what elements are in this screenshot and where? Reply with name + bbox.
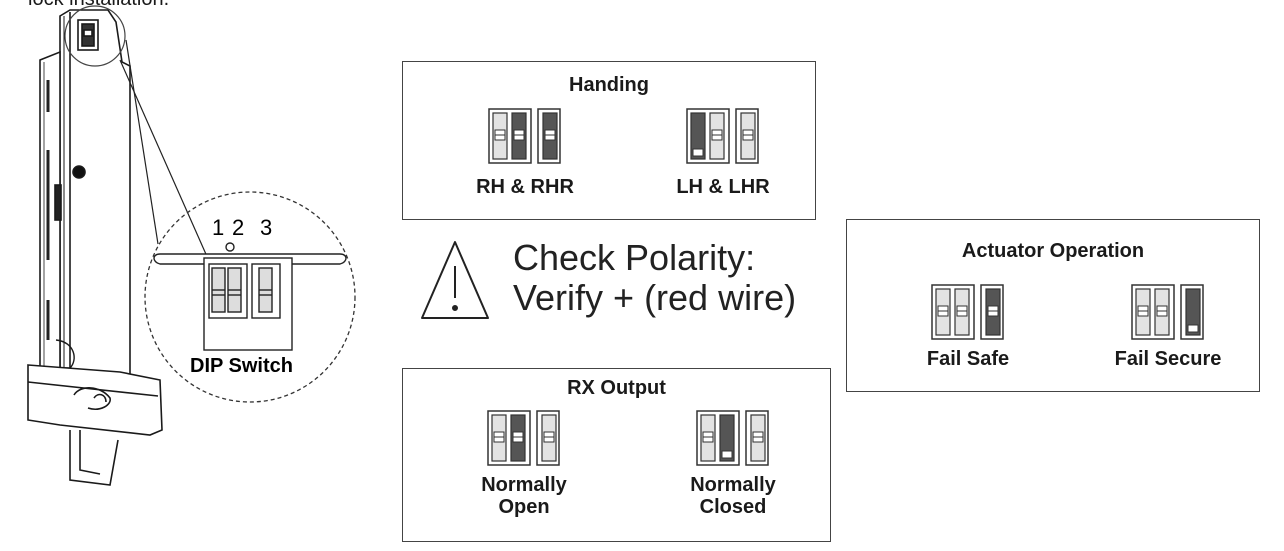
rx-switch-normally-open (487, 410, 560, 466)
dip-slot-1 (690, 112, 706, 160)
dip-switch-label: DIP Switch (190, 355, 293, 377)
polarity-line-1: Check Polarity: (513, 237, 756, 278)
lock-body (27, 5, 163, 486)
dip-slot-3 (1185, 288, 1201, 336)
dip-switch-assembly (153, 242, 347, 351)
polarity-note: Check Polarity: Verify + (red wire) (513, 238, 796, 318)
actuator-switch-fail-secure (1131, 284, 1204, 340)
callout-leader-line (125, 39, 159, 245)
dip-toggle-1 (692, 148, 704, 157)
actuator-switch-fail-safe (931, 284, 1004, 340)
actuator-title: Actuator Operation (961, 240, 1145, 262)
callout-circle (144, 191, 356, 403)
dip-toggle-2 (721, 450, 733, 459)
rx-output-title: RX Output (567, 377, 666, 399)
actuator-label-fail-safe: Fail Safe (926, 348, 1010, 370)
dip-number-1: 1 (212, 215, 224, 240)
rx-switch-normally-closed (696, 410, 769, 466)
actuator-label-fail-secure: Fail Secure (1114, 348, 1222, 370)
warning-icon (421, 241, 489, 319)
rx-label-open-line-1: Normally (481, 474, 567, 496)
dip-number-3: 3 (260, 215, 272, 240)
handing-switch-rh (488, 108, 561, 164)
rx-label-closed-line-1: Normally (690, 474, 776, 496)
rx-label-closed-line-2: Closed (699, 496, 767, 518)
rx-label-open-line-2: Open (498, 496, 550, 518)
handing-label-rh: RH & RHR (476, 176, 574, 198)
rx-label-normally-closed: Normally Closed (653, 474, 813, 518)
dip-number-2: 2 (232, 215, 244, 240)
dip-slot-2 (719, 414, 735, 462)
rx-label-normally-open: Normally Open (444, 474, 604, 518)
handing-title: Handing (569, 74, 649, 96)
handing-label-lh: LH & LHR (676, 176, 770, 198)
caption-text: lock installation. (28, 0, 169, 11)
polarity-line-2: Verify + (red wire) (513, 277, 797, 318)
handing-switch-lh (686, 108, 759, 164)
dip-toggle-3 (1187, 324, 1199, 333)
